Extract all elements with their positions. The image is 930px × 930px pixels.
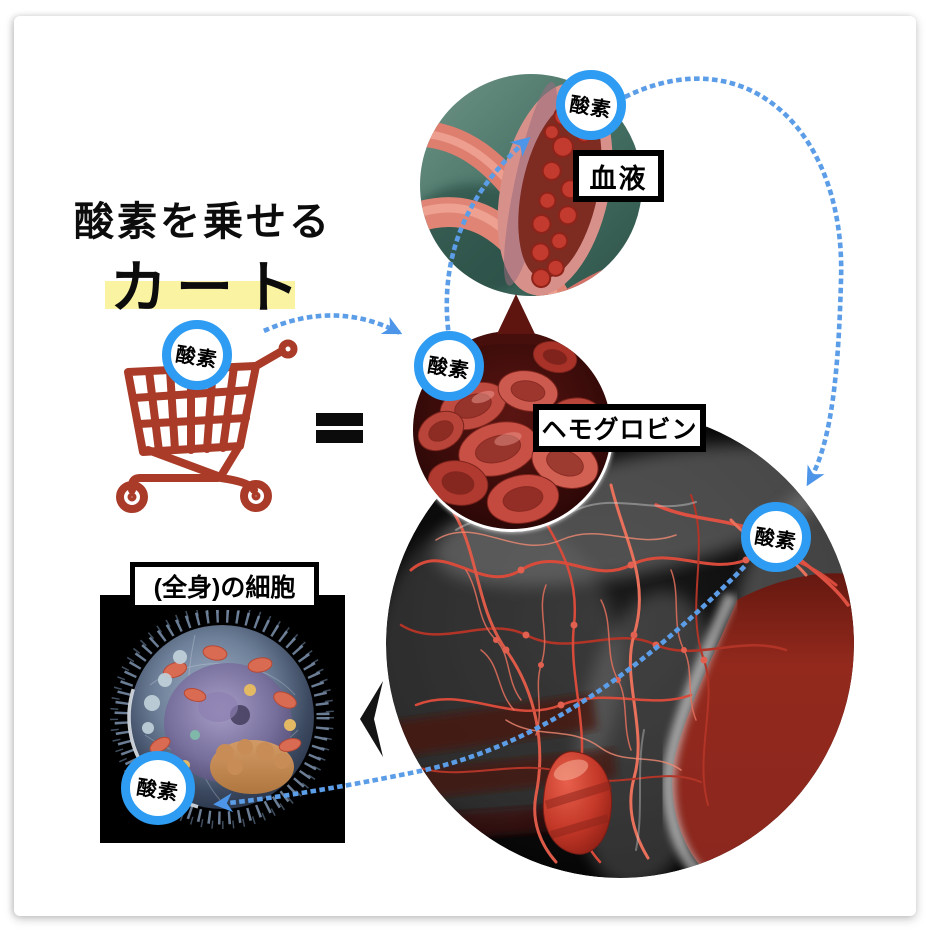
label-body-cells: (全身)の細胞: [130, 562, 319, 610]
oxygen-badge-cell: 酸素: [121, 751, 195, 825]
label-blood: 血液: [573, 150, 664, 202]
oxygen-badge-hemoglobin: 酸素: [414, 331, 484, 401]
oxygen-badge-cart: 酸素: [162, 320, 232, 390]
page-title: 酸素を乗せる: [74, 200, 332, 244]
yellow-highlight: [105, 281, 295, 309]
page-subtitle-cart: カート: [110, 256, 308, 320]
label-hemoglobin: ヘモグロビン: [533, 404, 706, 452]
oxygen-badge-blood: 酸素: [556, 70, 626, 140]
equals-icon: =: [316, 413, 363, 443]
oxygen-badge-body: 酸素: [741, 502, 811, 572]
hemoglobin-spike: [497, 294, 535, 334]
